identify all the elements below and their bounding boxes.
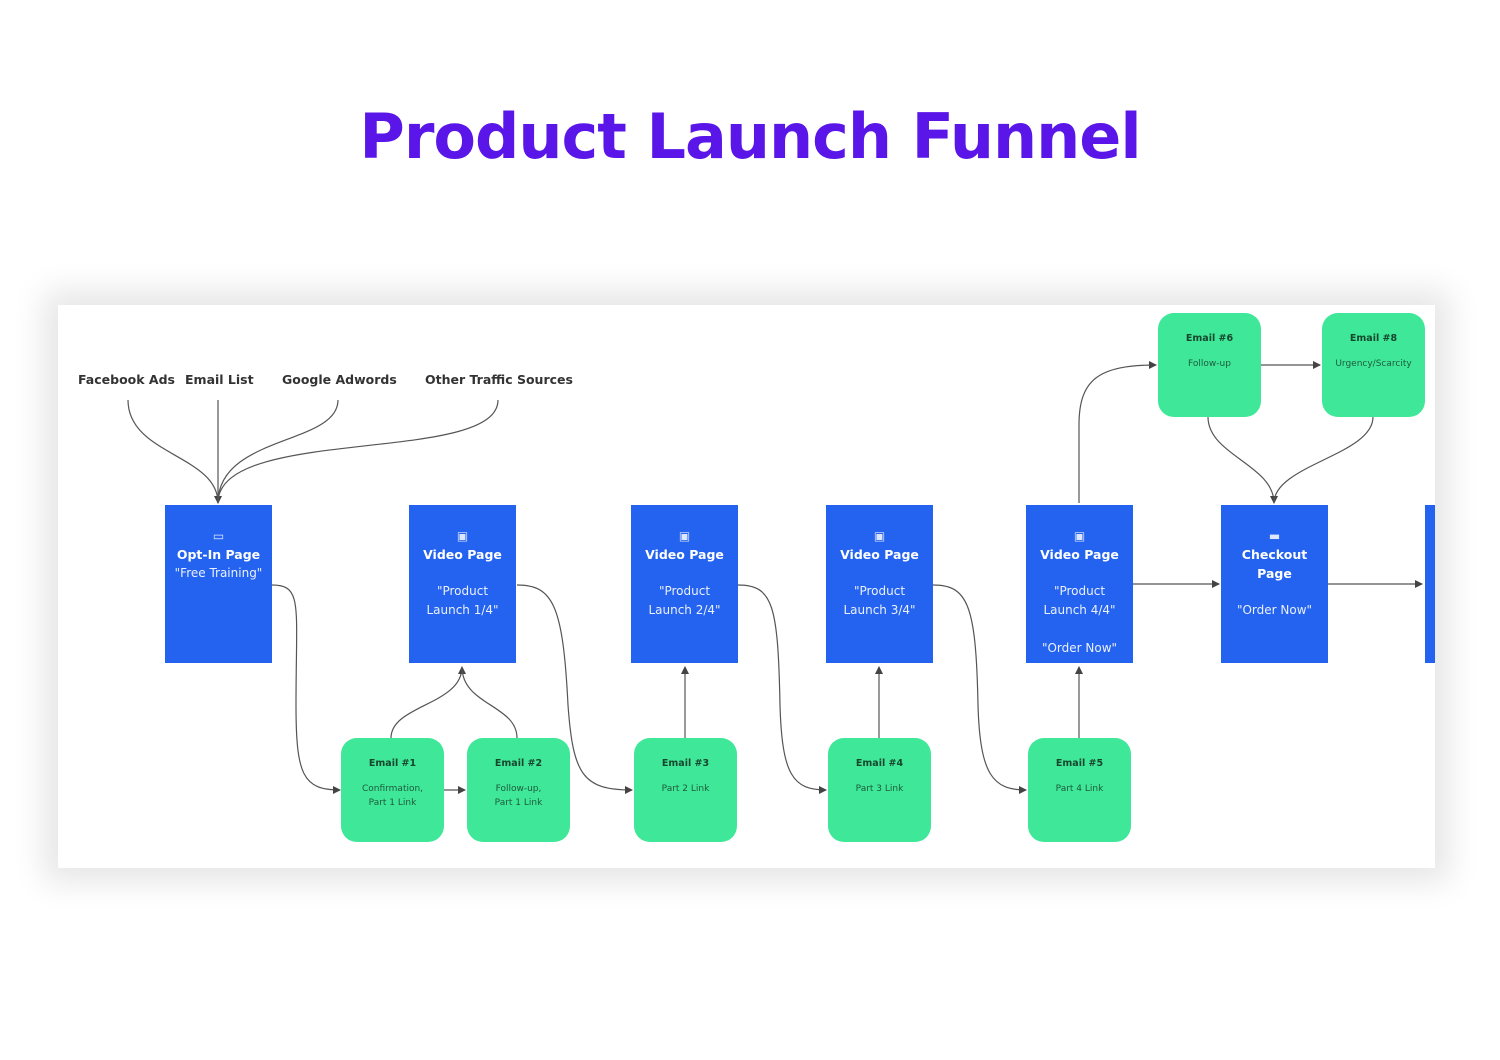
email-title: Email #5 <box>1055 758 1104 769</box>
email-5-node: Email #5 Part 4 Link <box>1028 738 1131 842</box>
traffic-source-other: Other Traffic Sources <box>425 372 573 387</box>
email-line: Follow-up, <box>495 784 542 794</box>
email-title: Email #3 <box>661 758 710 769</box>
node-title: Checkout <box>1241 547 1308 562</box>
email-title: Email #2 <box>494 758 543 769</box>
connector-email8-checkout <box>1273 416 1374 504</box>
email-subtitle: Part 3 Link <box>855 784 904 794</box>
node-title: Video Page <box>645 547 724 562</box>
funnel-diagram: Facebook Ads Email List Google Adwords O… <box>58 305 1435 868</box>
video-icon: ▣ <box>1073 529 1086 543</box>
node-subtitle: "Product <box>436 584 489 598</box>
email-title: Email #8 <box>1349 333 1398 344</box>
node-subtitle: "Order Now" <box>1236 603 1313 617</box>
video-icon: ▣ <box>456 529 469 543</box>
node-title: Video Page <box>1040 547 1119 562</box>
node-subtitle: Launch 4/4" <box>1043 603 1116 617</box>
traffic-source-google-adwords: Google Adwords <box>282 372 397 387</box>
page-title: Product Launch Funnel <box>359 100 1141 173</box>
video-page-1-node: ▣ Video Page "Product Launch 1/4" <box>409 505 516 663</box>
connector-email6-checkout <box>1207 416 1278 504</box>
connector-video2-email4 <box>737 584 827 794</box>
email-2-node: Email #2 Follow-up, Part 1 Link <box>467 738 570 842</box>
node-title: Video Page <box>423 547 502 562</box>
node-title: Video Page <box>840 547 919 562</box>
email-title: Email #4 <box>855 758 904 769</box>
email-line: Part 1 Link <box>494 798 543 808</box>
traffic-source-email-list: Email List <box>185 372 254 387</box>
connector-video1-email3 <box>516 584 633 794</box>
credit-card-icon: ▬ <box>1268 529 1281 543</box>
connector-email1-video1 <box>390 666 466 739</box>
email-title: Email #6 <box>1185 333 1234 344</box>
email-subtitle: Urgency/Scarcity <box>1335 359 1412 369</box>
node-subtitle: "Product <box>658 584 711 598</box>
email-3-node: Email #3 Part 2 Link <box>634 738 737 842</box>
connector-optin-email1 <box>271 584 341 794</box>
email-1-node: Email #1 Confirmation, Part 1 Link <box>341 738 444 842</box>
email-subtitle: Follow-up, Part 1 Link <box>467 782 570 810</box>
email-subtitle: Part 2 Link <box>661 784 710 794</box>
node-subtitle: Launch 3/4" <box>843 603 916 617</box>
email-title: Email #1 <box>368 758 417 769</box>
video-page-3-node: ▣ Video Page "Product Launch 3/4" <box>826 505 933 663</box>
video-icon: ▣ <box>678 529 691 543</box>
email-line: Confirmation, <box>361 784 424 794</box>
connector-lines <box>127 361 1435 794</box>
node-subtitle: "Order Now" <box>1041 641 1118 655</box>
next-step-node-edge <box>1425 505 1435 663</box>
email-subtitle: Confirmation, Part 1 Link <box>341 782 444 810</box>
email-subtitle: Follow-up <box>1188 359 1231 369</box>
traffic-source-facebook-ads: Facebook Ads <box>78 372 175 387</box>
email-4-node: Email #4 Part 3 Link <box>828 738 931 842</box>
clipboard-icon: ▭ <box>212 529 225 543</box>
video-page-2-node: ▣ Video Page "Product Launch 2/4" <box>631 505 738 663</box>
node-subtitle: Launch 2/4" <box>648 603 721 617</box>
video-icon: ▣ <box>873 529 886 543</box>
opt-in-page-node: ▭ Opt-In Page "Free Training" <box>165 505 272 663</box>
email-6-node: Email #6 Follow-up <box>1158 313 1261 417</box>
connector-other <box>217 399 499 504</box>
node-subtitle: "Product <box>1053 584 1106 598</box>
checkout-page-node: ▬ Checkout Page "Order Now" <box>1221 505 1328 663</box>
node-subtitle: "Free Training" <box>174 566 263 580</box>
video-page-4-node: ▣ Video Page "Product Launch 4/4" "Order… <box>1026 505 1133 663</box>
email-8-node: Email #8 Urgency/Scarcity <box>1322 313 1425 417</box>
connector-facebook <box>127 399 222 504</box>
email-line: Part 1 Link <box>368 798 417 808</box>
email-subtitle: Part 4 Link <box>1055 784 1104 794</box>
node-title: Page <box>1257 566 1292 581</box>
connector-google <box>217 399 339 504</box>
connector-video3-email5 <box>932 584 1027 794</box>
node-subtitle: "Product <box>853 584 906 598</box>
connector-video4-email6 <box>1078 361 1157 503</box>
node-subtitle: Launch 1/4" <box>426 603 499 617</box>
connector-email2-video1 <box>461 666 518 739</box>
node-title: Opt-In Page <box>176 547 261 562</box>
